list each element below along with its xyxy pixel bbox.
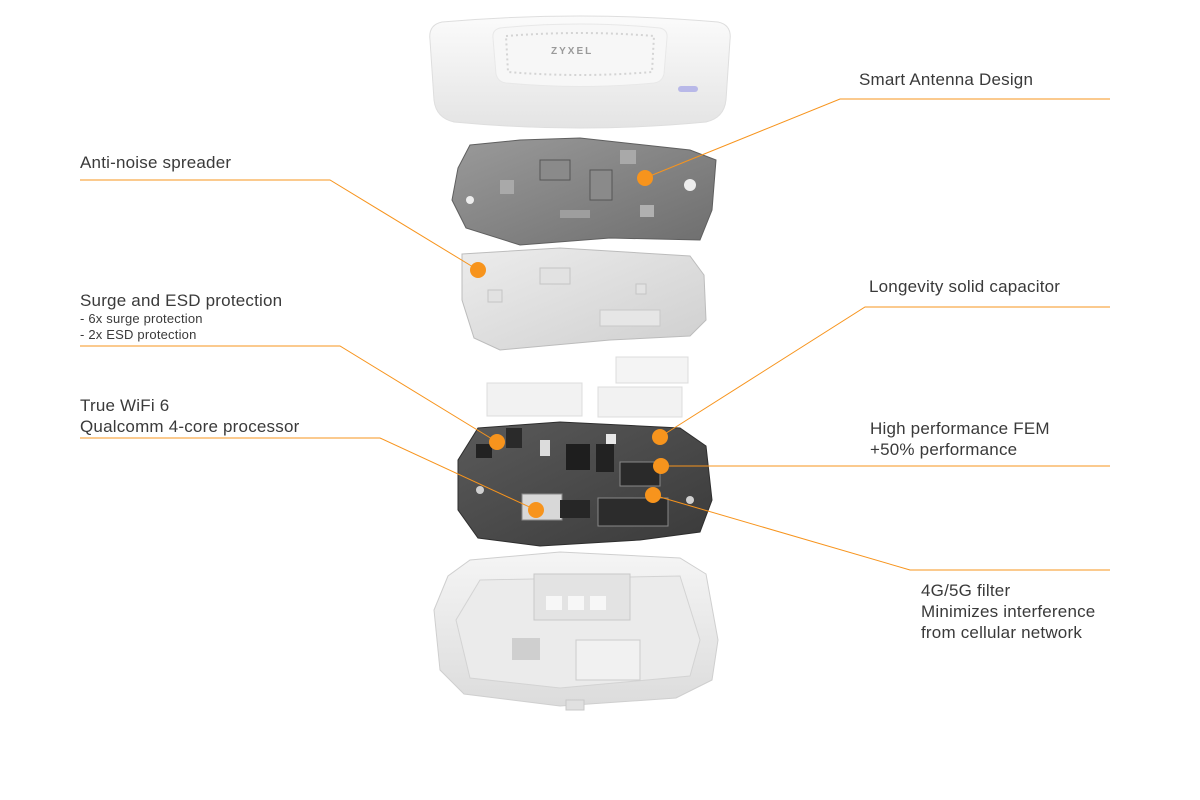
callout-filter: 4G/5G filter Minimizes interference from…	[921, 580, 1095, 643]
noise-spreader-plate	[461, 247, 707, 351]
top-cover: ZYXEL	[429, 15, 731, 129]
leader-line-surge	[80, 345, 498, 443]
leader-lines	[80, 98, 1110, 571]
callout-fem-line: +50% performance	[870, 440, 1018, 459]
brand-logo: ZYXEL	[551, 46, 593, 57]
marker-spreader	[470, 262, 486, 278]
callout-surge-title: Surge and ESD protection	[80, 291, 283, 310]
leader-line-capacitor	[659, 306, 1110, 438]
leader-line-antenna	[644, 98, 1110, 179]
leader-line-wifi	[80, 437, 537, 511]
callout-wifi-line: True WiFi 6	[80, 396, 170, 415]
callout-fem: High performance FEM +50% performance	[870, 418, 1050, 460]
leader-line-spreader	[80, 179, 479, 271]
callout-wifi-line: Qualcomm 4-core processor	[80, 417, 300, 436]
callout-spreader-title: Anti-noise spreader	[80, 153, 232, 172]
marker-filter	[645, 487, 661, 503]
callout-capacitor-title: Longevity solid capacitor	[869, 277, 1061, 296]
callout-capacitor: Longevity solid capacitor	[869, 276, 1060, 297]
callout-antenna-title: Smart Antenna Design	[859, 70, 1034, 89]
marker-wifi	[528, 502, 544, 518]
callout-surge: Surge and ESD protection - 6x surge prot…	[80, 290, 282, 343]
marker-dots	[470, 170, 669, 518]
callout-filter-line: from cellular network	[921, 623, 1083, 642]
antenna-board	[451, 137, 717, 246]
callout-filter-line: 4G/5G filter	[921, 581, 1011, 600]
callout-fem-line: High performance FEM	[870, 419, 1050, 438]
callout-surge-detail: - 6x surge protection	[80, 311, 203, 326]
callout-filter-line: Minimizes interference	[921, 602, 1096, 621]
marker-capacitor	[652, 429, 668, 445]
marker-fem	[653, 458, 669, 474]
callout-surge-detail: - 2x ESD protection	[80, 327, 197, 342]
callout-spreader: Anti-noise spreader	[80, 152, 231, 173]
callout-wifi: True WiFi 6 Qualcomm 4-core processor	[80, 395, 299, 437]
callout-antenna: Smart Antenna Design	[859, 69, 1033, 90]
marker-antenna	[637, 170, 653, 186]
base-enclosure	[433, 551, 719, 711]
main-pcb	[457, 421, 713, 547]
marker-surge	[489, 434, 505, 450]
status-led	[678, 86, 698, 92]
shield-blocks	[486, 356, 689, 418]
leader-line-filter	[652, 494, 1110, 571]
